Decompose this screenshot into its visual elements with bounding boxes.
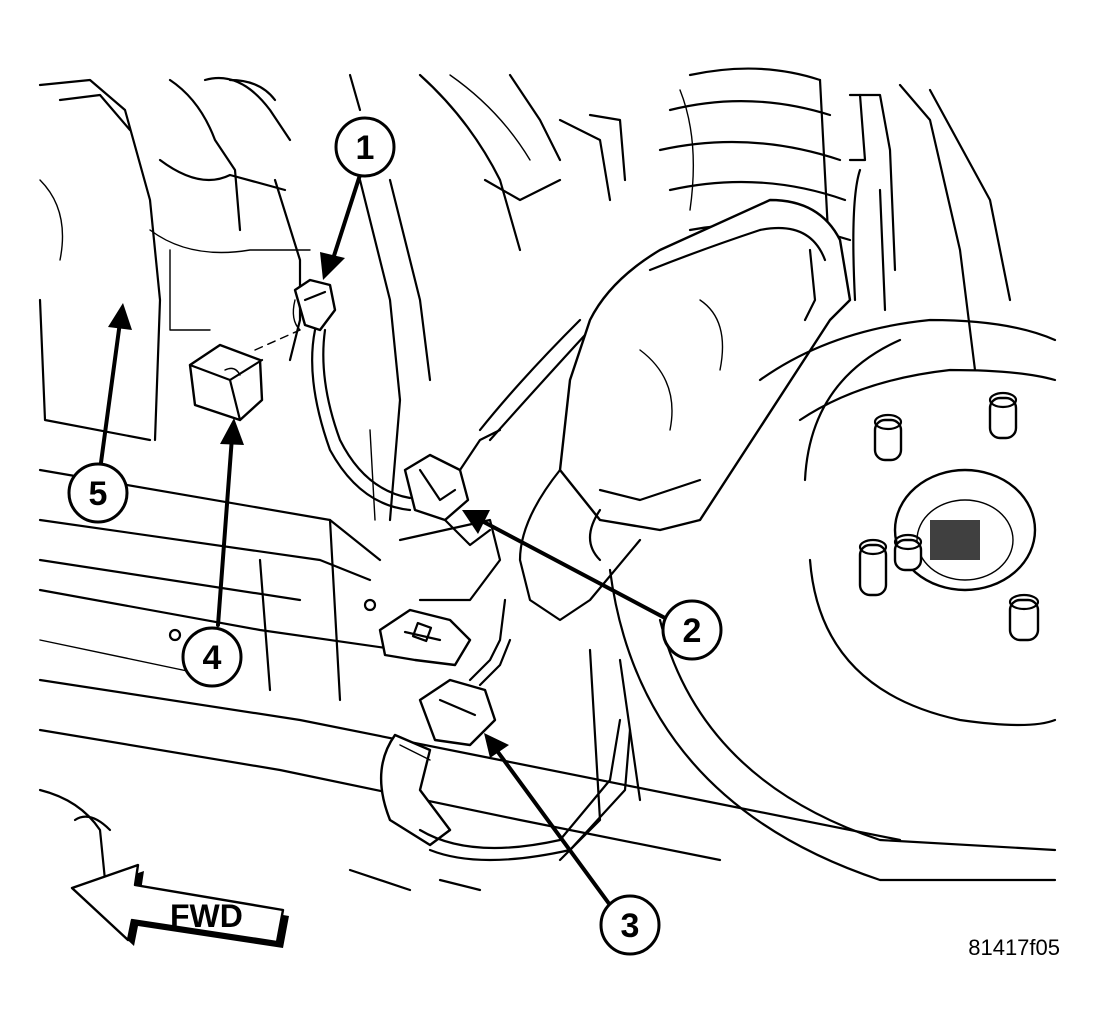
wheel-speed-sensor-wire bbox=[292, 278, 412, 512]
callout-5-label: 5 bbox=[89, 475, 108, 513]
brake-caliper bbox=[518, 198, 852, 622]
wheel-stud bbox=[858, 538, 888, 597]
callout-4: 4 bbox=[181, 626, 243, 688]
wheel-stud bbox=[873, 413, 903, 462]
harness-connector bbox=[403, 318, 587, 547]
callout-3: 3 bbox=[599, 894, 661, 956]
callout-1-label: 1 bbox=[356, 129, 375, 167]
callout-2-label: 2 bbox=[683, 612, 702, 650]
leader-arrows bbox=[98, 173, 667, 907]
brake-rotor bbox=[608, 318, 1057, 882]
vehicle-body-structure bbox=[38, 73, 627, 522]
wheel-stud bbox=[893, 533, 923, 572]
callout-3-label: 3 bbox=[621, 907, 640, 945]
figure-id: 81417f05 bbox=[968, 935, 1060, 960]
callout-5: 5 bbox=[67, 462, 129, 524]
callout-4-label: 4 bbox=[203, 639, 222, 677]
sensor-clip-and-hose bbox=[378, 598, 632, 862]
mounting-nut bbox=[188, 329, 301, 422]
wheel-hub bbox=[858, 391, 1040, 642]
wheel-stud bbox=[1008, 593, 1040, 642]
callout-1: 1 bbox=[334, 116, 396, 178]
wheel-stud bbox=[988, 391, 1018, 440]
coil-spring bbox=[658, 67, 1012, 372]
fwd-label: FWD bbox=[170, 898, 243, 934]
fwd-direction-arrow: FWD bbox=[70, 863, 289, 948]
callout-2: 2 bbox=[661, 599, 723, 661]
